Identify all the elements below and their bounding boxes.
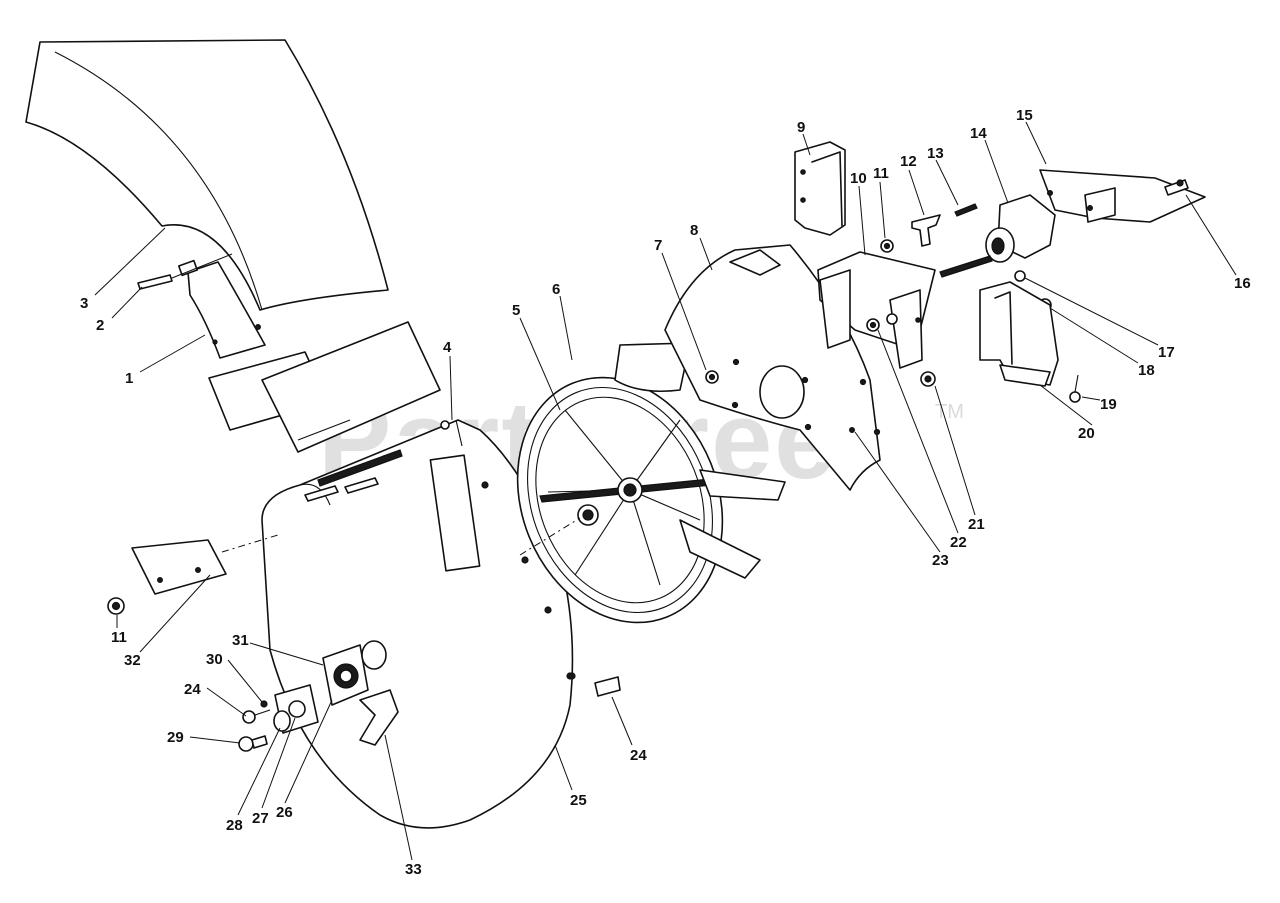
callout-17[interactable]: 17: [1158, 344, 1175, 361]
callout-1[interactable]: 1: [125, 370, 133, 387]
callout-18[interactable]: 18: [1138, 362, 1155, 379]
small-washer[interactable]: [260, 700, 268, 708]
plate-clip[interactable]: [848, 427, 855, 434]
callout-29[interactable]: 29: [167, 729, 184, 746]
bearing-gasket[interactable]: [361, 640, 387, 670]
callout-26[interactable]: 26: [276, 804, 293, 821]
housing-top-bolts[interactable]: [304, 449, 403, 502]
impeller-hub[interactable]: [617, 477, 643, 503]
callout-labels: 3 2 1 4 5 6 7 8 9 10 11 12 13 14 15 16 1…: [80, 107, 1251, 878]
bearing-washer[interactable]: [273, 710, 291, 732]
callout-27[interactable]: 27: [252, 810, 269, 827]
hex-nut-lower[interactable]: [107, 597, 125, 615]
leader-lines: [94, 121, 1237, 861]
callout-14[interactable]: 14: [970, 125, 987, 142]
callout-7[interactable]: 7: [654, 237, 662, 254]
bearing-flange[interactable]: [322, 644, 369, 706]
side-bracket[interactable]: [131, 534, 279, 595]
hub-spacer[interactable]: [577, 504, 599, 526]
callout-11-lower[interactable]: 11: [111, 629, 127, 646]
clip-pin[interactable]: [954, 203, 978, 217]
callout-16[interactable]: 16: [1234, 275, 1251, 292]
washer[interactable]: [1014, 270, 1026, 282]
callout-33[interactable]: 33: [405, 861, 422, 878]
callout-24-left[interactable]: 24: [184, 681, 201, 698]
drive-motor[interactable]: [939, 194, 1056, 278]
callout-32[interactable]: 32: [124, 652, 141, 669]
housing-bolt-right[interactable]: [568, 672, 621, 697]
callout-11-upper[interactable]: 11: [873, 165, 889, 182]
mount-nut[interactable]: [866, 318, 880, 332]
motor-mount-plate[interactable]: [817, 251, 936, 369]
bracket-screw[interactable]: [1069, 374, 1081, 403]
callout-20[interactable]: 20: [1078, 425, 1095, 442]
chute-mount-plate[interactable]: [208, 321, 441, 453]
callout-24-right[interactable]: 24: [630, 747, 647, 764]
chute-deflector[interactable]: [177, 259, 266, 359]
motor-bracket-bolt[interactable]: [1164, 179, 1189, 196]
hex-nut-upper[interactable]: [880, 239, 894, 253]
back-plate-bolt[interactable]: [705, 370, 719, 384]
callout-6[interactable]: 6: [552, 281, 560, 298]
mount-bolt[interactable]: [920, 371, 936, 387]
callout-15[interactable]: 15: [1016, 107, 1033, 124]
callout-9[interactable]: 9: [797, 119, 805, 136]
blower-housing[interactable]: [261, 419, 574, 829]
bearing-bolt-lower[interactable]: [238, 735, 268, 752]
callout-22[interactable]: 22: [950, 534, 967, 551]
callout-10[interactable]: 10: [850, 170, 867, 187]
motor-bracket[interactable]: [1039, 169, 1206, 223]
callout-13[interactable]: 13: [927, 145, 944, 162]
callout-23[interactable]: 23: [932, 552, 949, 569]
bearing-bolt-upper[interactable]: [242, 709, 271, 724]
lower-bracket[interactable]: [979, 281, 1059, 387]
callout-12[interactable]: 12: [900, 153, 917, 170]
pivot-pin[interactable]: [137, 253, 233, 290]
belt-guard[interactable]: [359, 689, 399, 746]
callout-19[interactable]: 19: [1100, 396, 1117, 413]
callout-28[interactable]: 28: [226, 817, 243, 834]
callout-31[interactable]: 31: [232, 632, 249, 649]
discharge-chute[interactable]: [25, 39, 389, 311]
impeller-rim[interactable]: [482, 346, 758, 653]
upper-bracket[interactable]: [794, 141, 846, 236]
callout-4[interactable]: 4: [443, 339, 452, 356]
callout-2[interactable]: 2: [96, 317, 104, 334]
callout-8[interactable]: 8: [690, 222, 698, 239]
callout-25[interactable]: 25: [570, 792, 587, 809]
callout-5[interactable]: 5: [512, 302, 520, 319]
callout-21[interactable]: 21: [968, 516, 985, 533]
callout-30[interactable]: 30: [206, 651, 223, 668]
callout-3[interactable]: 3: [80, 295, 88, 312]
watermark-trademark: TM: [935, 401, 964, 423]
wing-nut[interactable]: [911, 214, 941, 247]
